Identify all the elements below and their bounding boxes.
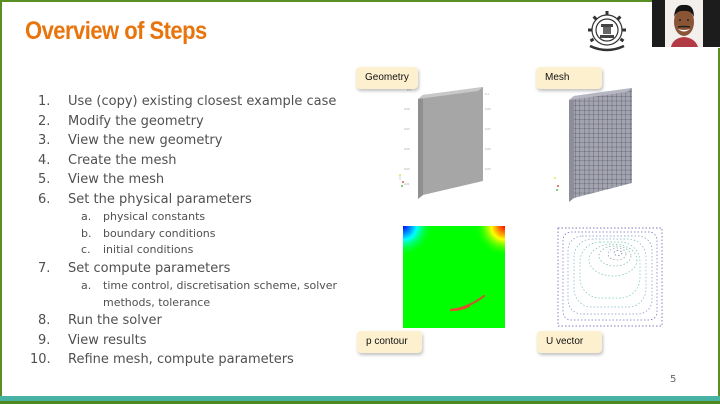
u-vector-label: U vector: [537, 331, 602, 353]
step-item: 4. Create the mesh: [25, 151, 355, 171]
mesh-box-render: [554, 88, 632, 202]
slide-title: Overview of Steps: [25, 17, 207, 45]
step-item: 7. Set compute parameters: [25, 259, 355, 279]
substep-text: initial conditions: [103, 243, 194, 256]
step-item: 10. Refine mesh, compute parameters: [25, 350, 355, 370]
step-text: View results: [68, 332, 147, 348]
substep-letter: a.: [81, 279, 92, 292]
step-item: 2. Modify the geometry: [25, 112, 355, 132]
step-item: 3. View the new geometry: [25, 131, 355, 151]
step-number: 8.: [38, 313, 51, 328]
bottom-green-band: [0, 401, 720, 404]
axes-triad-icon: [399, 174, 404, 187]
axes-triad-icon: [554, 177, 559, 191]
svg-text:0.1: 0.1: [407, 88, 411, 92]
substep-item: a. time control, discretisation scheme, s…: [25, 278, 355, 311]
svg-text:0.07: 0.07: [485, 127, 491, 131]
p-contour-label: p contour: [357, 331, 422, 353]
substep-text: boundary conditions: [103, 226, 216, 240]
svg-text:0.1: 0.1: [485, 92, 489, 96]
step-number: 5.: [38, 172, 51, 187]
step-item: 8. Run the solver: [25, 311, 355, 331]
step-item: 5. View the mesh: [25, 170, 355, 190]
institute-logo: [582, 8, 632, 56]
right-frame-bar: [718, 48, 720, 404]
substep-text: time control, discretisation scheme, sol…: [103, 279, 338, 309]
svg-text:0.05: 0.05: [485, 147, 491, 151]
mesh-label: Mesh: [536, 67, 602, 89]
step-item: 1. Use (copy) existing closest example ca…: [25, 92, 355, 112]
left-frame-bar: [0, 0, 2, 404]
substep-letter: a.: [81, 210, 92, 223]
svg-text:0.01: 0.01: [404, 182, 410, 186]
u-vector-figure: [557, 226, 663, 328]
page-number: 5: [670, 374, 677, 385]
geometry-figure: 0.1 0.09 0.07 0.05 0.03 0.01 0.1 0.09 0.07 0.0…: [395, 85, 510, 200]
step-text: View the new geometry: [68, 133, 223, 148]
step-text: Set the physical parameters: [68, 191, 252, 207]
substep-item: a. physical constants: [25, 209, 355, 226]
step-text: Modify the geometry: [68, 113, 204, 129]
velocity-vector-plot: [557, 226, 663, 328]
step-number: 10.: [30, 352, 51, 367]
substep-letter: c.: [81, 243, 91, 256]
substep-letter: b.: [81, 226, 92, 240]
geometry-box-render: 0.1 0.09 0.07 0.05 0.03 0.01 0.1 0.09 0.07 0.0…: [399, 87, 491, 199]
step-text: Create the mesh: [68, 152, 177, 168]
step-number: 2.: [38, 113, 51, 129]
geometry-label: Geometry: [356, 67, 418, 89]
substep-text: physical constants: [103, 210, 206, 223]
p-contour-figure: [403, 226, 505, 328]
mesh-figure: [552, 87, 662, 202]
step-number: 9.: [38, 332, 51, 348]
step-text: Refine mesh, compute parameters: [68, 352, 294, 367]
substep-item: b. boundary conditions: [25, 226, 355, 243]
step-number: 1.: [38, 94, 51, 109]
step-text: View the mesh: [68, 172, 165, 187]
step-text: Set compute parameters: [68, 260, 231, 276]
substep-item: c. initial conditions: [25, 242, 355, 259]
step-text: Use (copy) existing closest example case: [68, 94, 337, 109]
presenter-webcam: [652, 0, 720, 47]
presenter-photo: [665, 0, 703, 47]
step-item: 6. Set the physical parameters: [25, 190, 355, 210]
svg-text:0.03: 0.03: [485, 167, 491, 171]
step-text: Run the solver: [68, 313, 162, 328]
svg-text:0.05: 0.05: [404, 147, 410, 151]
svg-text:0.03: 0.03: [404, 167, 410, 171]
step-number: 7.: [38, 260, 51, 276]
step-number: 3.: [38, 133, 51, 148]
steps-list: 1. Use (copy) existing closest example ca…: [25, 92, 355, 370]
svg-text:0.07: 0.07: [404, 127, 410, 131]
bottom-teal-band: [0, 396, 720, 401]
svg-text:0.09: 0.09: [485, 107, 491, 111]
step-item: 9. View results: [25, 331, 355, 351]
top-frame-bar: [0, 0, 720, 2]
step-number: 4.: [38, 152, 51, 168]
step-number: 6.: [38, 191, 51, 207]
pressure-contour-plot: [403, 226, 505, 328]
gear-logo-icon: [588, 11, 626, 52]
presenter-face-icon: [665, 0, 703, 47]
svg-text:0.09: 0.09: [404, 107, 410, 111]
